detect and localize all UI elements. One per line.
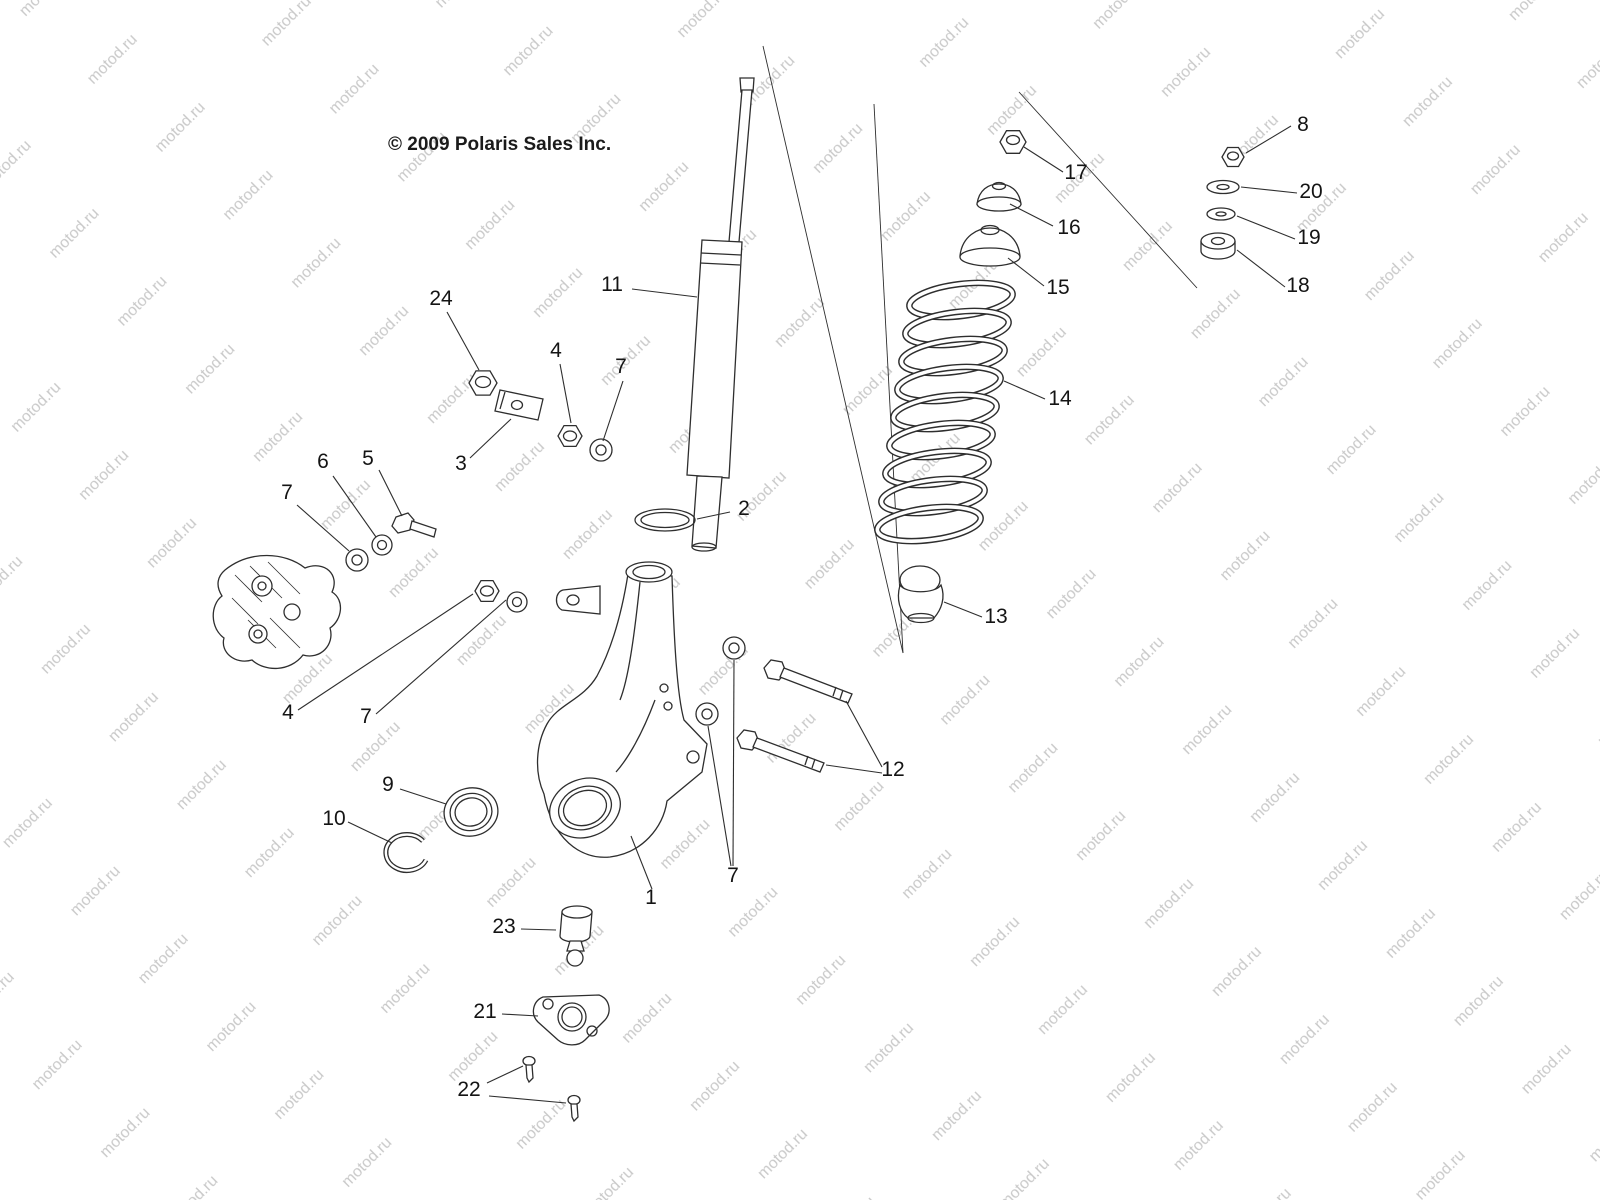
callout-19: 19 [1297, 226, 1320, 249]
callout-8: 8 [1297, 113, 1309, 136]
callout-12: 12 [881, 758, 904, 781]
caliper-casting [212, 554, 342, 670]
nut-8 [1221, 146, 1245, 168]
washer-20 [1206, 179, 1240, 195]
nut-4-lower [474, 579, 500, 603]
nut-17 [999, 130, 1027, 154]
callout-1: 1 [645, 886, 657, 909]
leader-lines [296, 125, 1298, 1104]
mounting-plate [532, 994, 610, 1046]
washer-19 [1206, 207, 1236, 221]
callout-11: 11 [601, 273, 623, 296]
callout-3: 3 [455, 452, 467, 475]
copyright-text: © 2009 Polaris Sales Inc. [388, 134, 611, 155]
bolt-12-upper [763, 659, 853, 704]
callout-7-bolts: 7 [727, 864, 739, 887]
callout-22: 22 [457, 1078, 480, 1101]
spring-retainer-15 [959, 224, 1021, 267]
snap-ring [383, 832, 429, 873]
callout-18: 18 [1286, 274, 1309, 297]
callout-9: 9 [382, 773, 394, 796]
washer-7-bolt-upper [722, 636, 746, 660]
screw-22-lower [567, 1094, 581, 1123]
washer-7-lower [506, 591, 528, 613]
callout-23: 23 [492, 915, 515, 938]
callout-7-upper: 7 [615, 355, 627, 378]
callout-6: 6 [317, 450, 329, 473]
callout-13: 13 [984, 605, 1007, 628]
screw-22-upper [522, 1055, 536, 1084]
washer-7-upper [589, 438, 613, 462]
flanged-nut-24 [468, 370, 498, 396]
clamp-bracket-3 [494, 389, 544, 421]
callout-21: 21 [473, 1000, 496, 1023]
alignment-lines [762, 45, 1198, 654]
nut-4-upper [557, 424, 583, 448]
ball-joint [559, 905, 593, 967]
bump-stop [897, 565, 944, 624]
shock-absorber [686, 77, 755, 552]
callout-2: 2 [738, 497, 750, 520]
callout-20: 20 [1299, 180, 1322, 203]
spring-cap-16 [976, 181, 1022, 212]
callout-5: 5 [362, 447, 374, 470]
coil-spring [874, 279, 1016, 545]
callout-10: 10 [322, 807, 345, 830]
washer-7-left [345, 548, 369, 572]
bolt-5 [391, 512, 437, 538]
callout-24: 24 [429, 287, 453, 310]
callout-7-left: 7 [281, 481, 293, 504]
callout-17: 17 [1064, 161, 1087, 184]
callout-4-upper: 4 [550, 339, 562, 362]
bolt-12-lower [736, 729, 825, 773]
callout-15: 15 [1046, 276, 1069, 299]
washer-7-bolt-lower [695, 702, 719, 726]
strut-housing [536, 561, 708, 858]
washer-6 [371, 534, 393, 556]
bushing-18 [1200, 232, 1236, 260]
callout-7-lower: 7 [360, 705, 372, 728]
o-ring [634, 508, 696, 532]
bearing [443, 787, 499, 837]
callout-labels: 8 17 20 16 19 15 18 24 11 4 7 14 3 5 6 7… [281, 113, 1323, 1101]
callout-4-lower: 4 [282, 701, 294, 724]
callout-14: 14 [1048, 387, 1072, 410]
callout-16: 16 [1057, 216, 1080, 239]
